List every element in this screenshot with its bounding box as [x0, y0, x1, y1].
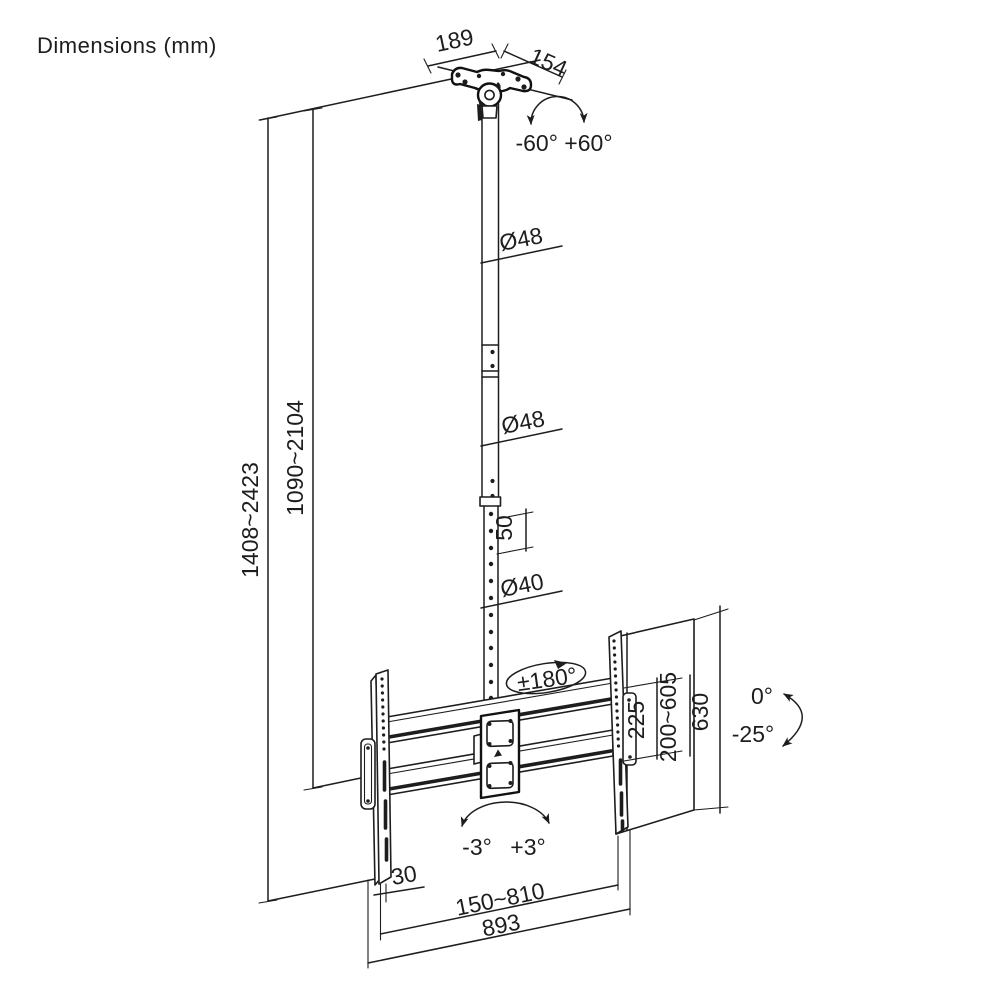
- dim-bracket-offset: 30: [373, 860, 425, 941]
- height-total-label: 1408~2423: [237, 462, 263, 578]
- left-bracket-holes: [380, 677, 386, 751]
- level-plus-label: +3°: [510, 834, 545, 860]
- tilt-zero-label: 0°: [751, 683, 773, 709]
- dim-pole-dia-upper: Ø48: [480, 222, 563, 264]
- bracket-height-range-label: 200~605: [655, 672, 681, 762]
- dim-height-total: 1408~2423: [237, 116, 376, 904]
- tilt-down-label: -25°: [732, 721, 774, 747]
- swivel-range-arc: -60° +60°: [515, 95, 613, 156]
- tilt-arc: 0° -25°: [732, 683, 803, 747]
- vesa-plate: [473, 708, 521, 800]
- bracket-offset-label: 30: [389, 860, 419, 890]
- dim-plate-width: 189: [423, 23, 500, 74]
- level-arc: -3° +3°: [460, 801, 550, 860]
- panel-height-label: 630: [687, 693, 713, 731]
- plate-depth-label: 154: [526, 42, 572, 81]
- height-pole-label: 1090~2104: [282, 400, 308, 516]
- dim-hole-spacing: 50: [491, 508, 534, 555]
- swivel-joint: [476, 82, 503, 121]
- dim-pole-dia-lower: Ø40: [480, 568, 563, 609]
- hole-spacing-label: 50: [491, 515, 517, 541]
- rotate-arrow: [554, 660, 567, 669]
- pole-dia-lower-label: Ø40: [498, 568, 546, 602]
- dim-vesa-vertical: 225: [623, 677, 683, 762]
- swivel-range-label: -60° +60°: [515, 130, 612, 156]
- mount-pole: [479, 103, 502, 715]
- left-clamp: [360, 738, 376, 810]
- dim-pole-dia-mid: Ø48: [480, 405, 563, 447]
- level-minus-label: -3°: [462, 834, 492, 860]
- dim-height-pole: 1090~2104: [282, 107, 381, 791]
- dim-panel-height: 630: [687, 605, 729, 814]
- right-bracket: [608, 630, 637, 835]
- right-bracket-holes: [612, 639, 621, 748]
- vesa-arrow-marker: [494, 749, 502, 757]
- plate-width-label: 189: [433, 23, 476, 56]
- vesa-vertical-label: 225: [623, 701, 649, 739]
- dim-bracket-height-range: 200~605: [655, 672, 691, 762]
- left-bracket: [360, 669, 392, 886]
- page-title: Dimensions (mm): [37, 33, 217, 58]
- right-clamp: [622, 692, 637, 766]
- ceiling-plate: [450, 66, 533, 121]
